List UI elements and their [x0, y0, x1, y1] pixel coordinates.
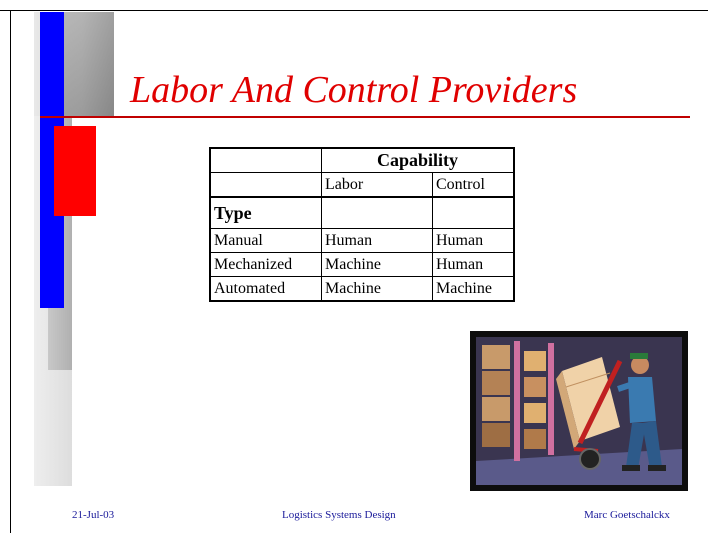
table-corner-cell: [209, 147, 322, 173]
slide-title: Labor And Control Providers: [130, 69, 578, 111]
table-row: Mechanized Machine Human: [209, 252, 515, 277]
table-header-row: Capability: [209, 147, 515, 173]
cell-labor: Machine: [321, 252, 433, 277]
cell-labor: Human: [321, 228, 433, 253]
title-underline-rule: [40, 116, 690, 118]
footer-author: Marc Goetschalckx: [584, 509, 670, 521]
footer-date: 21-Jul-03: [72, 509, 115, 521]
table-corner-cell-2: [209, 172, 322, 198]
footer-course: Logistics Systems Design: [282, 509, 396, 521]
cell-control: Human: [432, 228, 515, 253]
frame-top-border: [0, 10, 708, 11]
decor-red-block: [54, 126, 96, 216]
cell-control: Machine: [432, 276, 515, 302]
empty-cell: [432, 196, 515, 229]
cell-type: Mechanized: [209, 252, 322, 277]
cell-type: Automated: [209, 276, 322, 302]
worker-hand-truck-icon: [470, 331, 688, 491]
capability-header: Capability: [321, 147, 515, 173]
table-row: Manual Human Human: [209, 228, 515, 253]
column-header-labor: Labor: [321, 172, 433, 198]
frame-left-border: [10, 10, 11, 533]
cell-type: Manual: [209, 228, 322, 253]
row-header-type: Type: [209, 196, 322, 229]
empty-cell: [321, 196, 433, 229]
cell-control: Human: [432, 252, 515, 277]
table-row: Automated Machine Machine: [209, 276, 515, 302]
table-type-row: Type: [209, 196, 515, 229]
table-subheader-row: Labor Control: [209, 172, 515, 198]
capability-table: Capability Labor Control Type Manual Hum…: [209, 147, 515, 302]
decor-gradient-shade: [62, 12, 114, 116]
cell-labor: Machine: [321, 276, 433, 302]
column-header-control: Control: [432, 172, 515, 198]
